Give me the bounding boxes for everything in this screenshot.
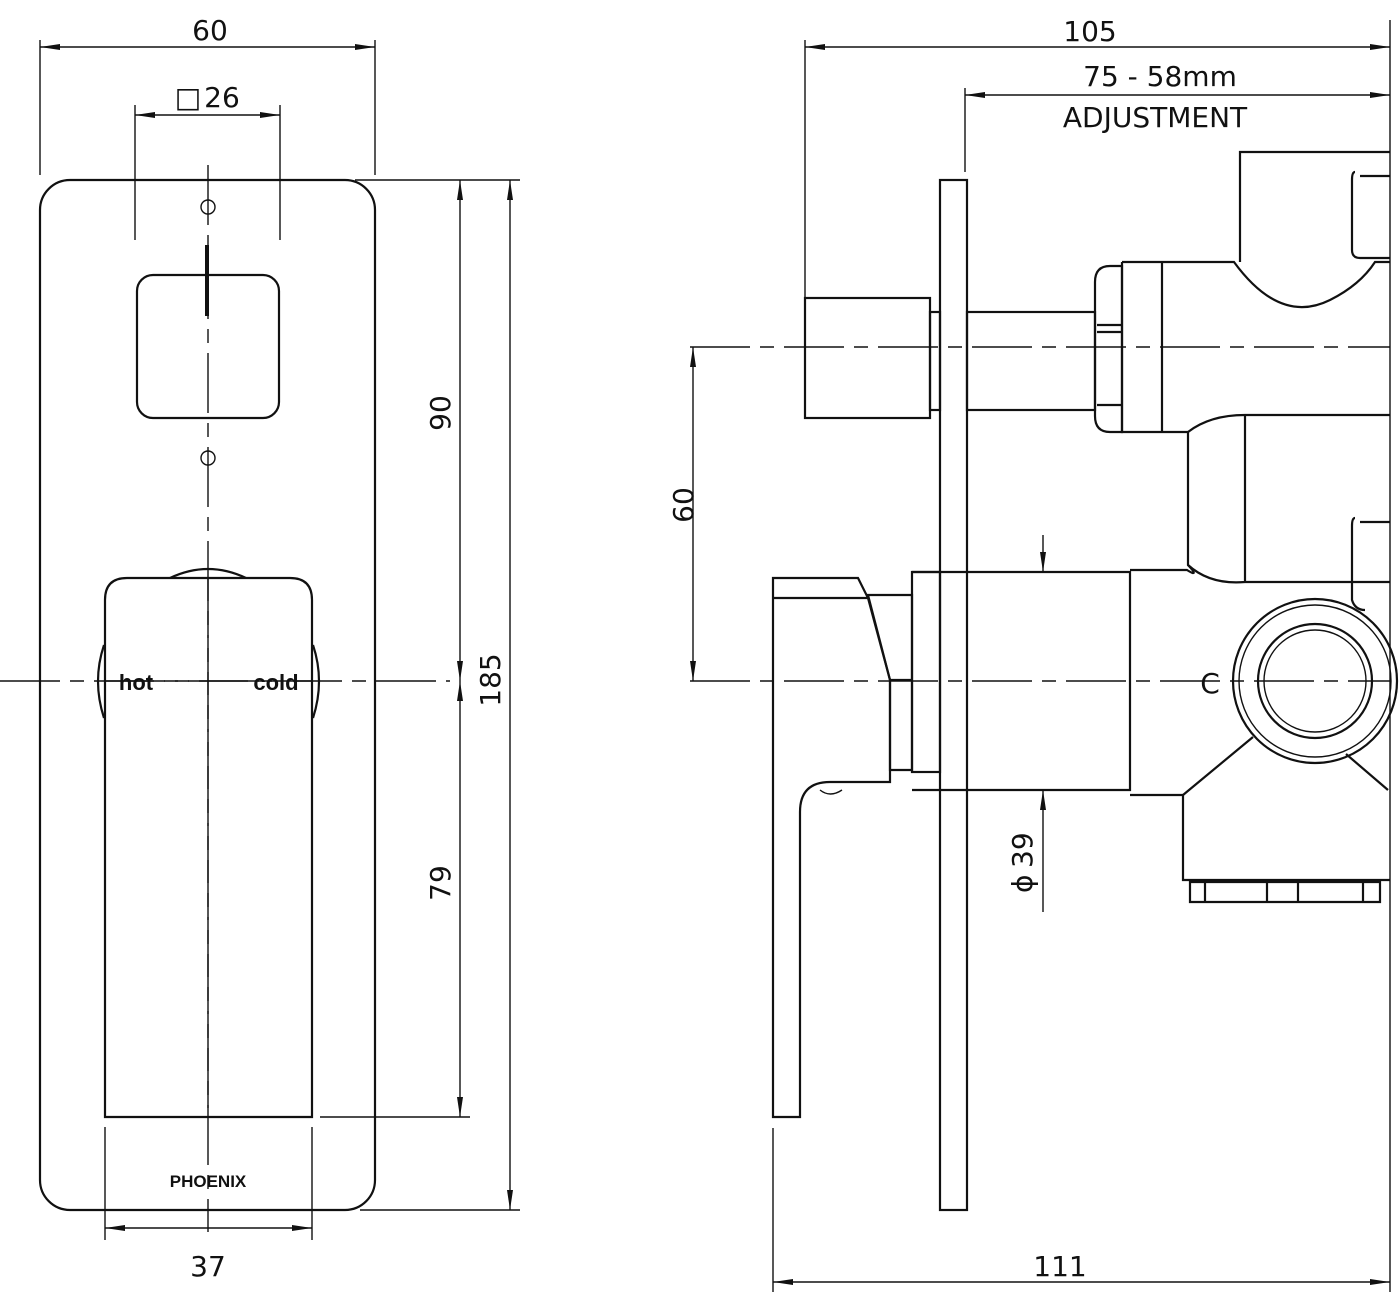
dim-adjustment-range: 75 - 58mm — [1083, 60, 1237, 93]
lever-spindle-housing — [910, 570, 942, 774]
label-cold: cold — [253, 670, 298, 695]
label-hot: hot — [119, 670, 154, 695]
diameter-symbol: ϕ — [1006, 875, 1039, 893]
dim-depth: 105 — [1063, 15, 1116, 48]
lever-fillet — [819, 789, 843, 795]
dim-overall: 111 — [1033, 1250, 1086, 1283]
dim-lever-width: 37 — [190, 1250, 226, 1283]
upper-outlet — [1238, 150, 1390, 262]
valve-body-lower — [912, 564, 1390, 882]
diverter-mark-bottom — [200, 450, 216, 466]
side-view: 105 75 - 58mm ADJUSTMENT C 60 ϕ 39 111 — [667, 15, 1399, 1292]
hex-nut-upper — [1093, 264, 1124, 434]
bottom-nuts — [1188, 880, 1382, 904]
diverter-shaft — [965, 310, 1097, 412]
diverter-mark-top — [200, 199, 216, 215]
front-view: hot cold PHOENIX 60 □ 26 37 90 79 185 — [0, 14, 520, 1283]
dim-knob-square: 26 — [204, 81, 240, 114]
port-label: C — [1200, 667, 1220, 700]
square-symbol: □ — [175, 81, 201, 114]
adjustment-label: ADJUSTMENT — [1063, 101, 1248, 134]
dim-knob-to-lever: 90 — [424, 395, 457, 431]
diverter-knob-side — [803, 296, 932, 420]
mixer-lever-side — [771, 576, 892, 1119]
dim-width: 60 — [192, 14, 228, 47]
dim-lever-length: 79 — [424, 865, 457, 901]
brand-logo: PHOENIX — [170, 1172, 247, 1191]
dim-offset: 60 — [667, 487, 700, 523]
lever-hub — [96, 567, 321, 719]
wall-plate-side — [938, 178, 969, 1212]
middle-outlet — [1186, 415, 1390, 612]
knob-spindle — [928, 310, 942, 412]
dim-diameter: 39 — [1006, 832, 1039, 868]
mixer-lever — [103, 576, 314, 1119]
valve-webs — [1182, 736, 1389, 796]
dim-height: 185 — [474, 653, 507, 706]
